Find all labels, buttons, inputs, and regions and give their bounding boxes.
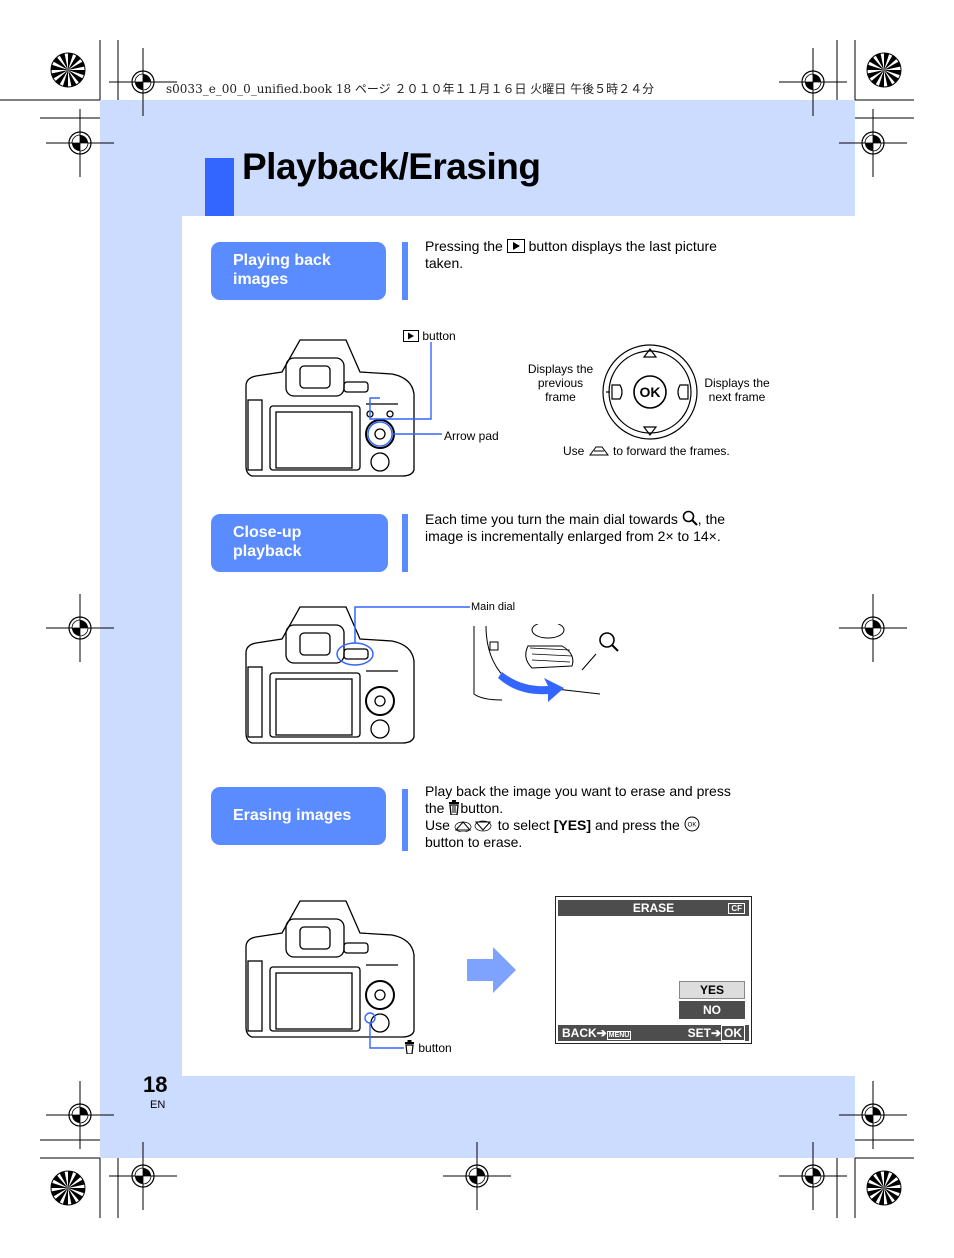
trash-icon [405,1040,414,1054]
erase-option-no[interactable]: NO [679,1001,745,1019]
section-label-erasing: Erasing images [211,787,386,845]
print-info-header: s0033_e_00_0_unified.book 18 ページ ２０１０年１１… [166,82,655,96]
section-text-playing-back: Pressing the button displays the last pi… [425,238,717,271]
main-dial-callout-lines [336,606,470,666]
svg-text:OK: OK [687,823,696,829]
playback-button-callout: button [403,329,456,343]
arrow-pad-callout: Arrow pad [444,429,499,443]
next-frame-label: Displays the next frame [704,376,770,404]
main-dial-callout: Main dial [471,601,516,613]
playback-icon [506,239,525,253]
section-label-close-up: Close-up playback [211,514,388,572]
section-text-close-up: Each time you turn the main dial towards… [425,510,726,544]
arrow-pad-diagram: OK [602,344,698,440]
page-title: Playback/Erasing [242,146,541,187]
playback-icon [403,330,419,342]
magnify-icon [682,510,698,526]
language-code: EN [150,1099,166,1111]
page-number: 18 [143,1072,168,1097]
erase-button-callout-lines [364,1012,404,1049]
title-accent-bar [205,158,234,216]
set-hint: SET➔OK [688,1025,745,1041]
arrow-right-icon [467,947,516,993]
cf-card-badge: CF [728,903,745,914]
main-dial-detail-illustration [473,624,619,702]
trash-icon [449,799,460,815]
erase-confirm-screen: ERASE CF YES NO BACK➔MENU SET➔OK [555,896,752,1044]
section-text-erasing: Play back the image you want to erase an… [425,783,731,850]
back-hint: BACK➔MENU [562,1026,632,1040]
section-divider [402,789,408,851]
section-divider [402,514,408,572]
arrow-pad-horizontal-icon [588,446,609,456]
camera-back-illustration-3 [245,900,415,1038]
erase-button-callout: button [404,1040,452,1055]
page-background-left [100,100,182,1158]
up-down-arrows-icon [454,820,492,832]
camera-back-illustration-2 [245,606,415,744]
section-divider [402,242,408,300]
ok-button-label: OK [640,384,661,400]
prev-frame-label: Displays the previous frame [527,362,594,404]
camera-callout-lines-1 [367,342,442,447]
section-label-playing-back: Playing back images [211,242,386,300]
forward-frames-note: Use to forward the frames. [563,444,730,458]
erase-option-yes[interactable]: YES [679,981,745,999]
erase-screen-footer: BACK➔MENU SET➔OK [558,1025,749,1041]
erase-screen-title: ERASE CF [558,900,749,916]
ok-button-icon: OK [684,816,700,832]
